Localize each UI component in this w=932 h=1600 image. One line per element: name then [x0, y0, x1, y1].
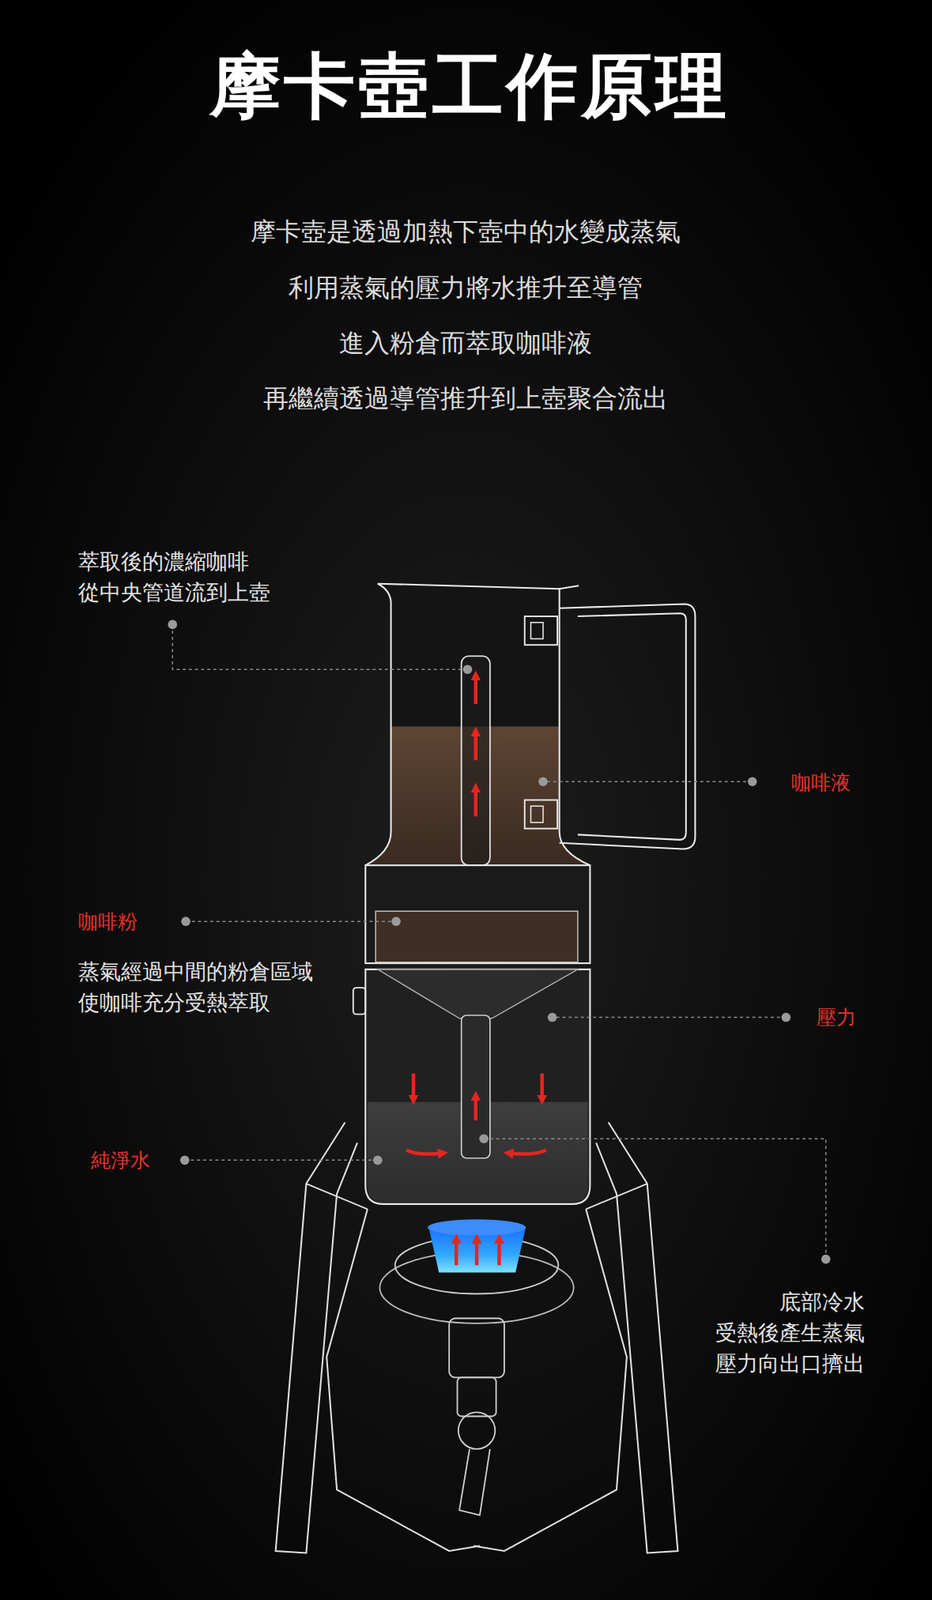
lower-chamber [365, 969, 590, 1205]
callout-note: 底部冷水 受熱後產生蒸氣 壓力向出口擠出 [715, 1286, 865, 1380]
coffee-grounds [375, 911, 578, 963]
hinge [531, 622, 544, 640]
leader-dot [391, 916, 401, 927]
safety-valve [353, 988, 366, 1016]
upper-pot-wall [559, 588, 591, 866]
leader-dot [747, 777, 758, 787]
central-tube [461, 656, 491, 866]
gas-valve [449, 1319, 505, 1379]
leader-dot [547, 1013, 558, 1023]
intro-line: 利用蒸氣的壓力將水推升至導管 [288, 271, 643, 306]
callout-note: 蒸氣經過中間的粉倉區域 使咖啡充分受熱萃取 [78, 956, 314, 1019]
flow-arrow [406, 1150, 443, 1155]
leader-dot [479, 1134, 489, 1144]
intro-line: 進入粉倉而萃取咖啡液 [339, 326, 593, 362]
flow-arrow [474, 732, 479, 761]
valve-knob [458, 1412, 495, 1449]
funnel-tube [461, 1015, 491, 1159]
flow-arrow [474, 788, 479, 817]
gas-valve [457, 1377, 497, 1417]
upper-pot-wall [365, 584, 391, 866]
leader-dot [181, 916, 191, 927]
flow-arrow [497, 1239, 502, 1267]
intro-line: 再繼續透過導管推升到上壺聚合流出 [263, 381, 668, 417]
flow-arrow [539, 1074, 544, 1102]
filter-section [365, 865, 590, 964]
callout-note: 萃取後的濃縮咖啡 從中央管道流到上壺 [78, 546, 271, 608]
page-title: 摩卡壺工作原理 [209, 38, 730, 136]
leader-dot [373, 1156, 383, 1166]
leader-dot [538, 777, 548, 787]
leader-line [184, 1160, 378, 1163]
part-label: 純淨水 [90, 1147, 151, 1174]
flow-arrow [474, 1096, 479, 1121]
flow-arrow [475, 1239, 480, 1267]
leader-lines [172, 624, 826, 1260]
pot-support [305, 1184, 647, 1210]
stove-leg [473, 1209, 627, 1552]
leader-dot [781, 1013, 792, 1023]
flow-arrows [406, 675, 547, 1266]
hinge [531, 806, 544, 823]
leader-dot [167, 620, 178, 631]
flow-arrow [411, 1074, 416, 1102]
valve-lever [459, 1449, 491, 1517]
leader-line [552, 1017, 787, 1019]
leader-line [543, 781, 753, 783]
stove-leg [596, 1123, 678, 1555]
stove-leg [326, 1209, 480, 1552]
flame-top [427, 1219, 526, 1237]
stove-leg [275, 1123, 358, 1555]
pot-rim [377, 584, 579, 589]
part-label: 壓力 [816, 1004, 857, 1031]
handle [559, 604, 696, 850]
part-label: 咖啡粉 [78, 909, 138, 936]
flow-arrow [508, 1150, 547, 1155]
burner-ring [395, 1237, 559, 1295]
leader-line [483, 1139, 827, 1260]
leader-dot [180, 1156, 190, 1166]
joint-line [365, 962, 590, 965]
leader-dot [821, 1255, 831, 1265]
flow-arrow [474, 675, 479, 705]
leader-line [185, 920, 397, 923]
funnel [377, 969, 578, 1019]
leader-dot [463, 664, 473, 675]
handle [577, 613, 687, 841]
part-label: 咖啡液 [791, 769, 851, 797]
upper-chamber-fill [365, 584, 590, 866]
flow-arrow [454, 1239, 459, 1267]
leader-dots [167, 620, 831, 1265]
hinge [524, 800, 558, 830]
leader-line [172, 624, 468, 670]
intro-line: 摩卡壺是透過加熱下壺中的水變成蒸氣 [250, 215, 681, 250]
hinge [524, 616, 558, 646]
